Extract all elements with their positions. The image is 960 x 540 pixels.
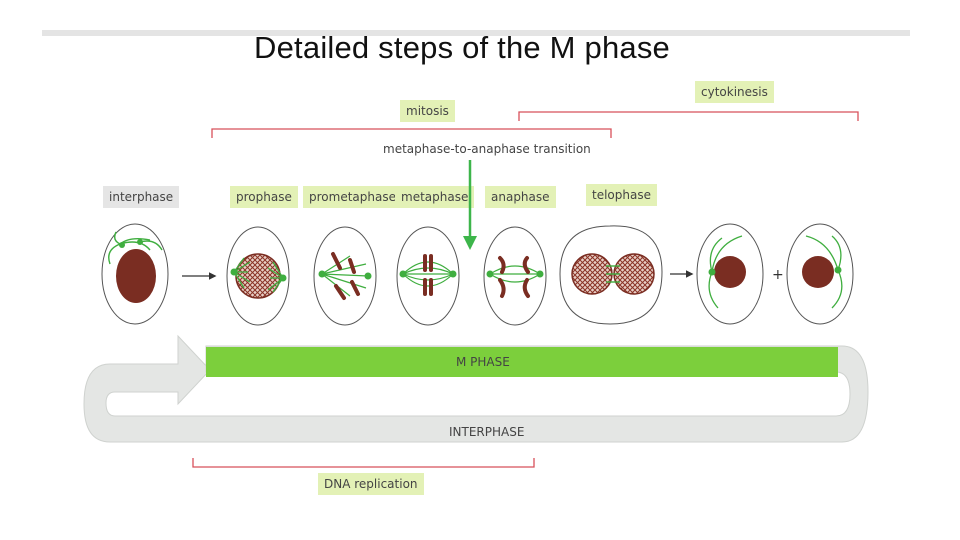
plus-sign: +	[772, 267, 784, 283]
m-phase-label: M PHASE	[456, 355, 510, 369]
cytokinesis-bracket	[518, 111, 859, 121]
interphase-cycle-label: INTERPHASE	[449, 425, 525, 439]
daughter-cell-left	[696, 223, 764, 325]
mitosis-label: mitosis	[400, 100, 455, 122]
mitosis-bracket	[211, 128, 612, 138]
stage-label-interphase: interphase	[103, 186, 180, 208]
cell-metaphase	[396, 226, 460, 326]
transition-arrow	[463, 160, 477, 250]
daughter-cell-right	[786, 223, 854, 325]
stage-label-anaphase: anaphase	[485, 186, 556, 208]
slide-title: Detailed steps of the M phase	[254, 30, 670, 65]
stage-label-prometaphase: prometaphase	[303, 186, 402, 208]
cell-prometaphase	[313, 226, 377, 326]
m-phase-band	[206, 347, 838, 377]
transition-label: metaphase-to-anaphase transition	[383, 142, 591, 156]
cell-telophase	[559, 225, 663, 325]
stage-label-metaphase: metaphase	[395, 186, 475, 208]
header-rule	[42, 30, 910, 36]
cell-prophase	[226, 226, 290, 326]
stage-label-prophase: prophase	[230, 186, 298, 208]
dna-replication-label: DNA replication	[318, 473, 424, 495]
dna-replication-bracket	[192, 458, 535, 468]
stage-label-telophase: telophase	[586, 184, 657, 206]
cell-interphase	[101, 223, 169, 325]
cytokinesis-label: cytokinesis	[695, 81, 774, 103]
cell-anaphase	[483, 226, 547, 326]
